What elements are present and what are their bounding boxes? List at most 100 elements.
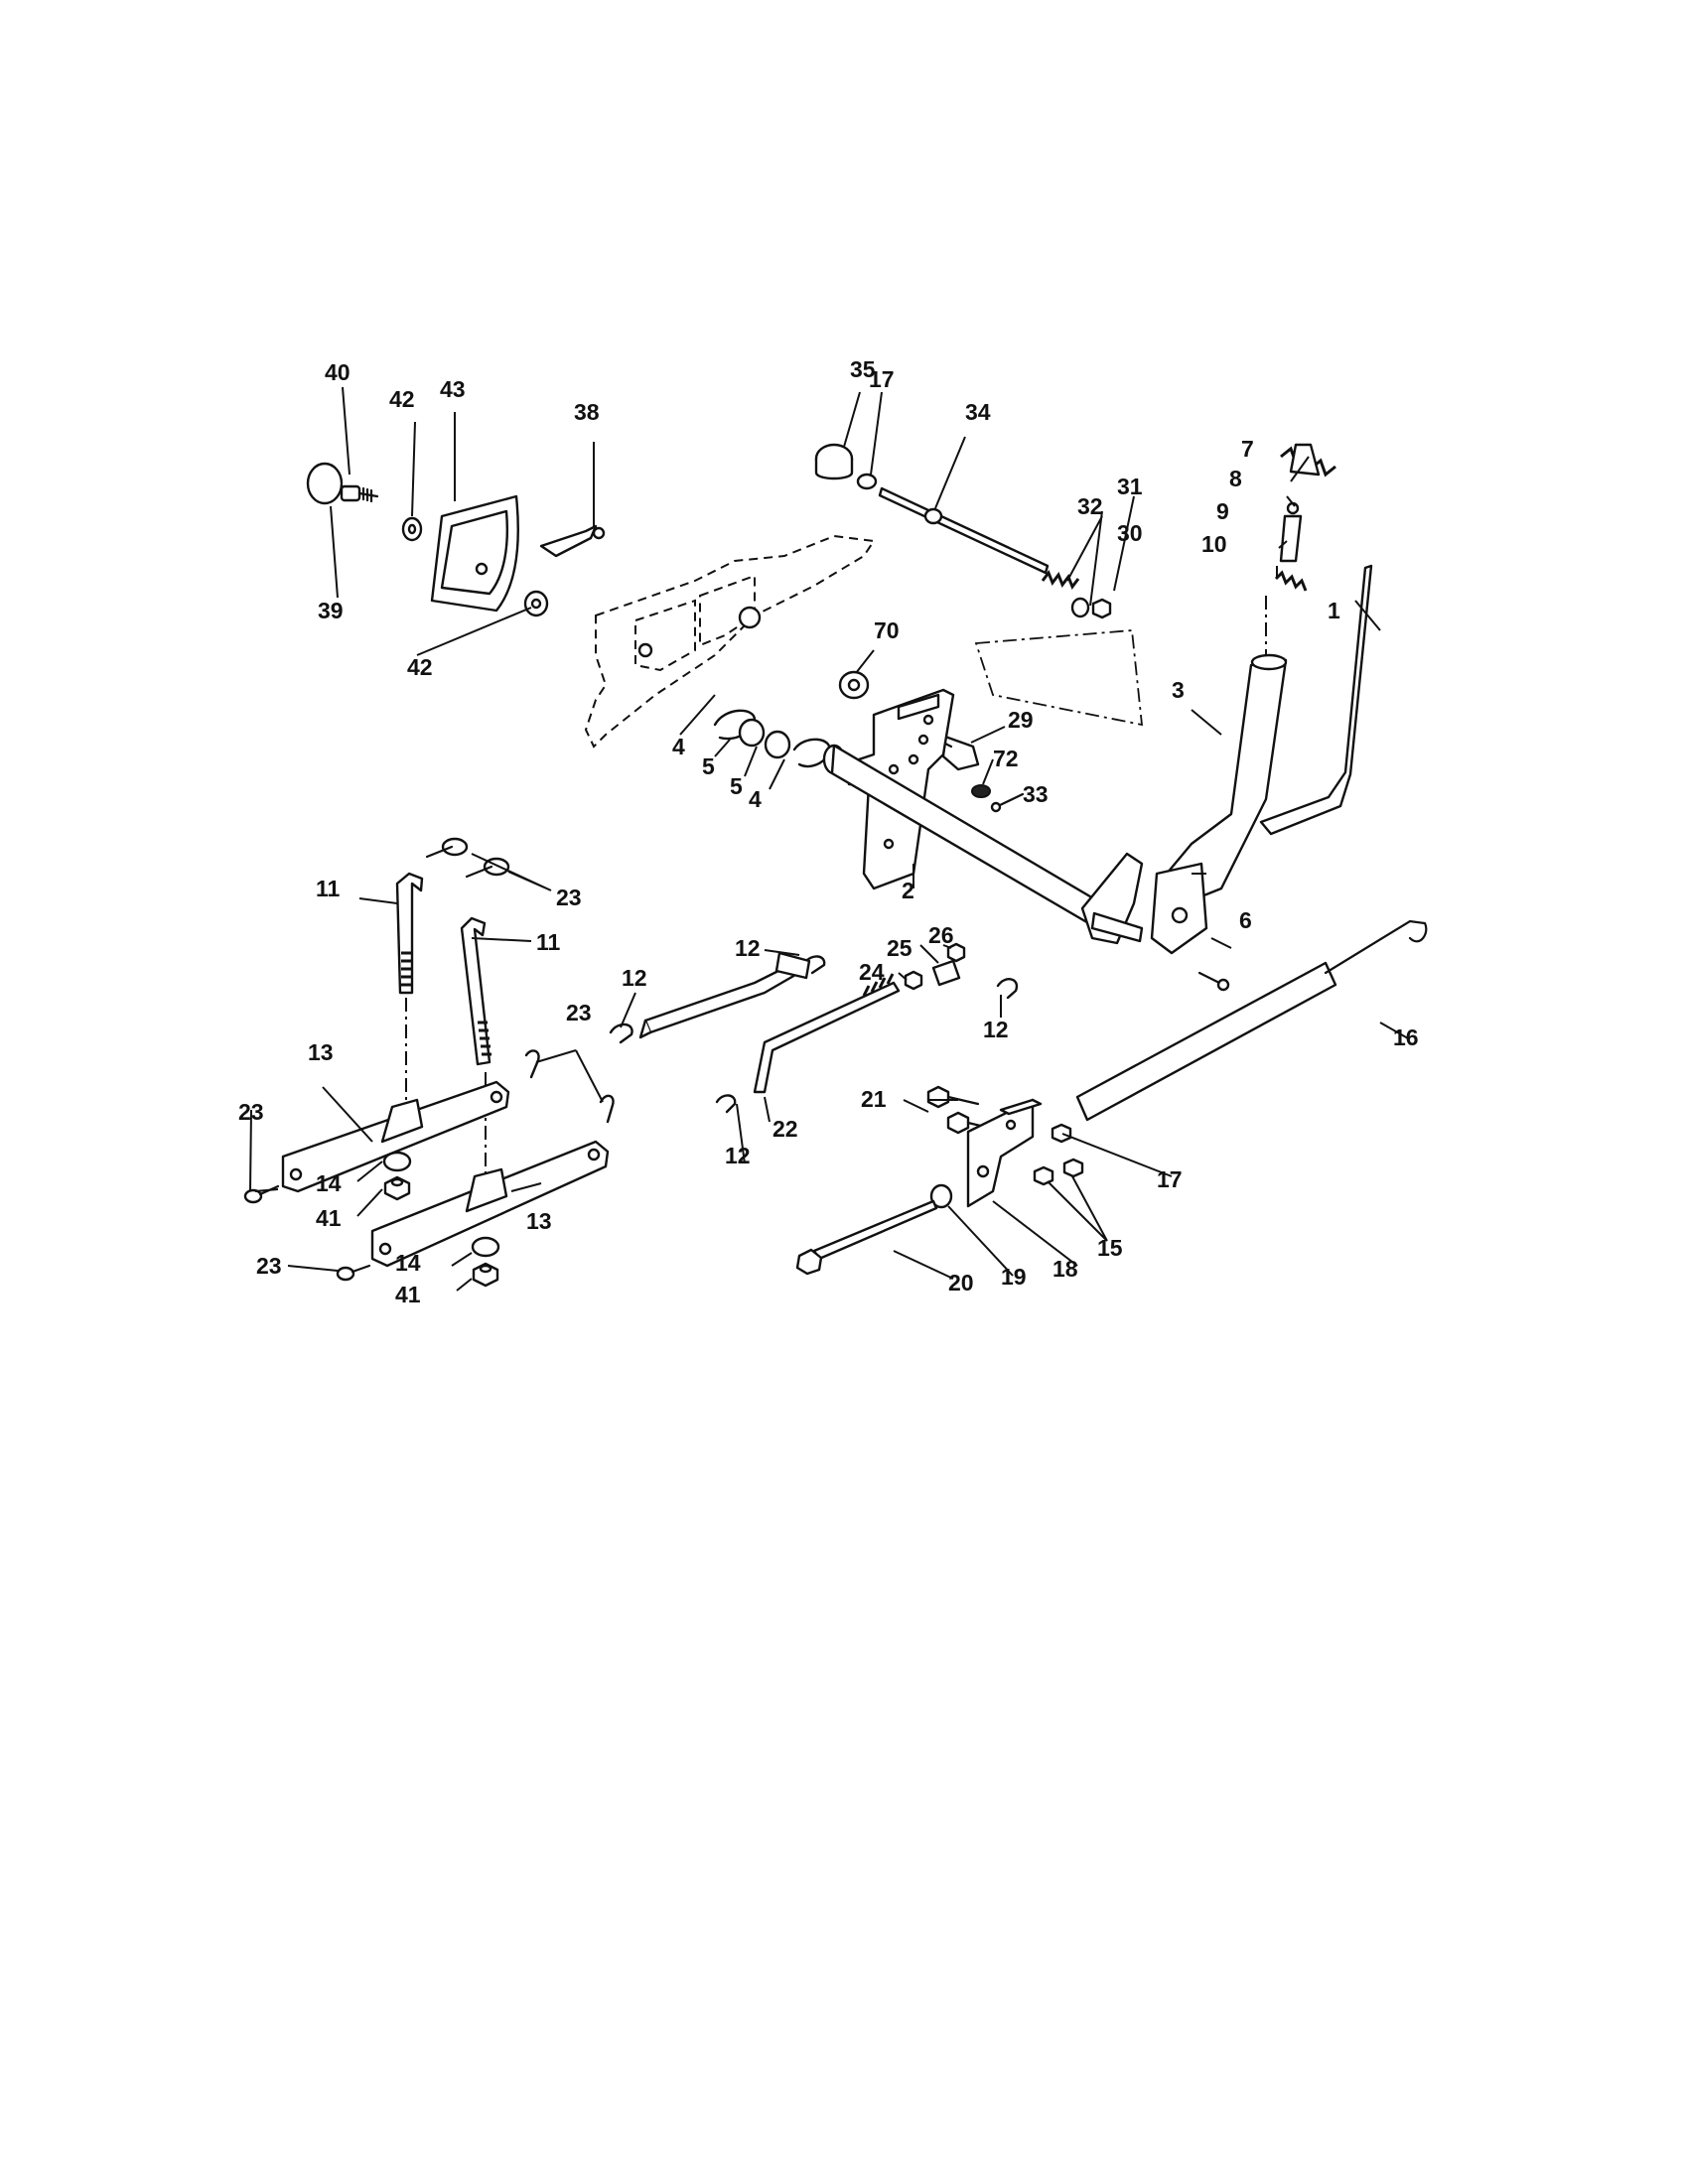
callout-16: 16: [1393, 1024, 1419, 1050]
part-23-pin-mid: [524, 1049, 615, 1124]
callout-23d: 23: [256, 1253, 282, 1279]
part-20-bolt: [795, 1199, 938, 1276]
part-9-button: [1279, 514, 1303, 563]
callout-2: 2: [902, 878, 914, 903]
part-43-bracket: [430, 494, 519, 613]
part-12-clip-c: [715, 1094, 737, 1114]
part-17-nut-bracket: [1051, 1123, 1072, 1144]
part-13-link-a: [281, 1080, 510, 1193]
callout-23c: 23: [238, 1099, 264, 1125]
part-26-nut: [946, 942, 966, 963]
callout-23b: 23: [566, 1000, 592, 1025]
part-72-washer: [971, 784, 991, 798]
callout-70: 70: [874, 617, 900, 643]
part-38-pin: [539, 524, 606, 558]
frame-outline: [584, 534, 876, 749]
callout-31: 31: [1117, 474, 1143, 499]
part-11-rod-b: [460, 916, 491, 1201]
part-39-ring: [306, 462, 344, 505]
part-31-washer: [1070, 597, 1090, 618]
callout-12b: 12: [622, 965, 647, 991]
callout-41a: 41: [316, 1205, 342, 1231]
callout-43: 43: [440, 376, 466, 402]
part-14-washer-a: [382, 1151, 412, 1172]
part-42-washer-a: [401, 516, 423, 542]
callout-10: 10: [1201, 531, 1227, 557]
part-41-nut-a: [383, 1175, 411, 1201]
part-5-ring-a: [738, 718, 766, 748]
leader-lines: [249, 386, 1409, 1292]
part-17-nut-top: [856, 473, 878, 490]
callout-34: 34: [965, 399, 991, 425]
part-2-shaft: [822, 688, 1144, 945]
callout-5b: 5: [730, 773, 743, 799]
callout-11a: 11: [316, 876, 341, 901]
callout-6: 6: [1239, 907, 1252, 933]
callout-12a: 12: [735, 935, 761, 961]
callout-7: 7: [1241, 436, 1254, 462]
callout-25: 25: [887, 935, 912, 961]
callout-15: 15: [1097, 1235, 1123, 1261]
part-14-washer-b: [471, 1236, 500, 1258]
part-13-link-b: [370, 1140, 610, 1268]
part-16-spring: [1075, 919, 1428, 1122]
part-7-grip: [1280, 443, 1336, 478]
callout-40: 40: [325, 359, 351, 385]
callout-42b: 42: [407, 654, 433, 680]
callout-24: 24: [859, 959, 885, 985]
callout-23a: 23: [556, 885, 582, 910]
callout-14a: 14: [316, 1170, 342, 1196]
callout-20: 20: [948, 1270, 974, 1296]
callout-17a: 17: [869, 366, 895, 392]
callout-30: 30: [1117, 520, 1143, 546]
callout-18: 18: [1052, 1256, 1078, 1282]
callout-41b: 41: [395, 1282, 421, 1307]
part-19-washer: [929, 1183, 953, 1209]
callout-5a: 5: [702, 753, 715, 779]
callout-72: 72: [993, 746, 1019, 771]
callout-11b: 11: [536, 929, 561, 955]
part-5-ring-b: [764, 730, 791, 759]
callout-13a: 13: [308, 1039, 334, 1065]
part-15-nuts: [1033, 1158, 1084, 1186]
callout-29: 29: [1008, 707, 1034, 733]
callout-1: 1: [1328, 598, 1340, 623]
part-42-washer-b: [523, 590, 549, 617]
part-23-pin-left: [243, 1184, 371, 1282]
part-1-handle: [1259, 564, 1373, 836]
callout-21: 21: [861, 1086, 887, 1112]
part-12-clip-b: [609, 1023, 633, 1044]
callout-17b: 17: [1157, 1166, 1183, 1192]
part-32-spring: [1041, 569, 1080, 591]
part-24-nut: [904, 970, 923, 991]
callout-35: 35: [850, 356, 876, 382]
callout-3: 3: [1172, 677, 1185, 703]
part-35-knob: [814, 443, 854, 480]
callout-labels: 1 2 3 4 4 5 5 6 7 8 9 10 11 11 12 12 12 …: [238, 356, 1419, 1307]
part-33-screw: [990, 792, 1025, 813]
part-40-bolt: [340, 484, 379, 503]
part-3-lever: [1150, 596, 1288, 955]
part-22-rod-lower: [753, 973, 901, 1094]
callout-4a: 4: [672, 734, 685, 759]
frame-dashdot-box: [974, 629, 1144, 727]
callout-13b: 13: [526, 1208, 552, 1234]
callout-8: 8: [1229, 466, 1242, 491]
part-6-bolt: [1197, 971, 1230, 992]
part-23-pin-top: [425, 837, 510, 879]
callout-14b: 14: [395, 1250, 421, 1276]
callout-38: 38: [574, 399, 600, 425]
callout-4b: 4: [749, 786, 762, 812]
part-30-nut: [1091, 598, 1112, 619]
callout-12c: 12: [983, 1017, 1009, 1042]
callout-32: 32: [1077, 493, 1103, 519]
callout-33: 33: [1023, 781, 1049, 807]
part-70-washer: [838, 670, 870, 700]
part-34-rod: [878, 486, 1050, 575]
callout-9: 9: [1216, 498, 1229, 524]
callout-39: 39: [318, 598, 344, 623]
part-11-rod-a: [395, 872, 424, 1102]
part-18-bracket: [966, 1098, 1043, 1208]
callout-42a: 42: [389, 386, 415, 412]
